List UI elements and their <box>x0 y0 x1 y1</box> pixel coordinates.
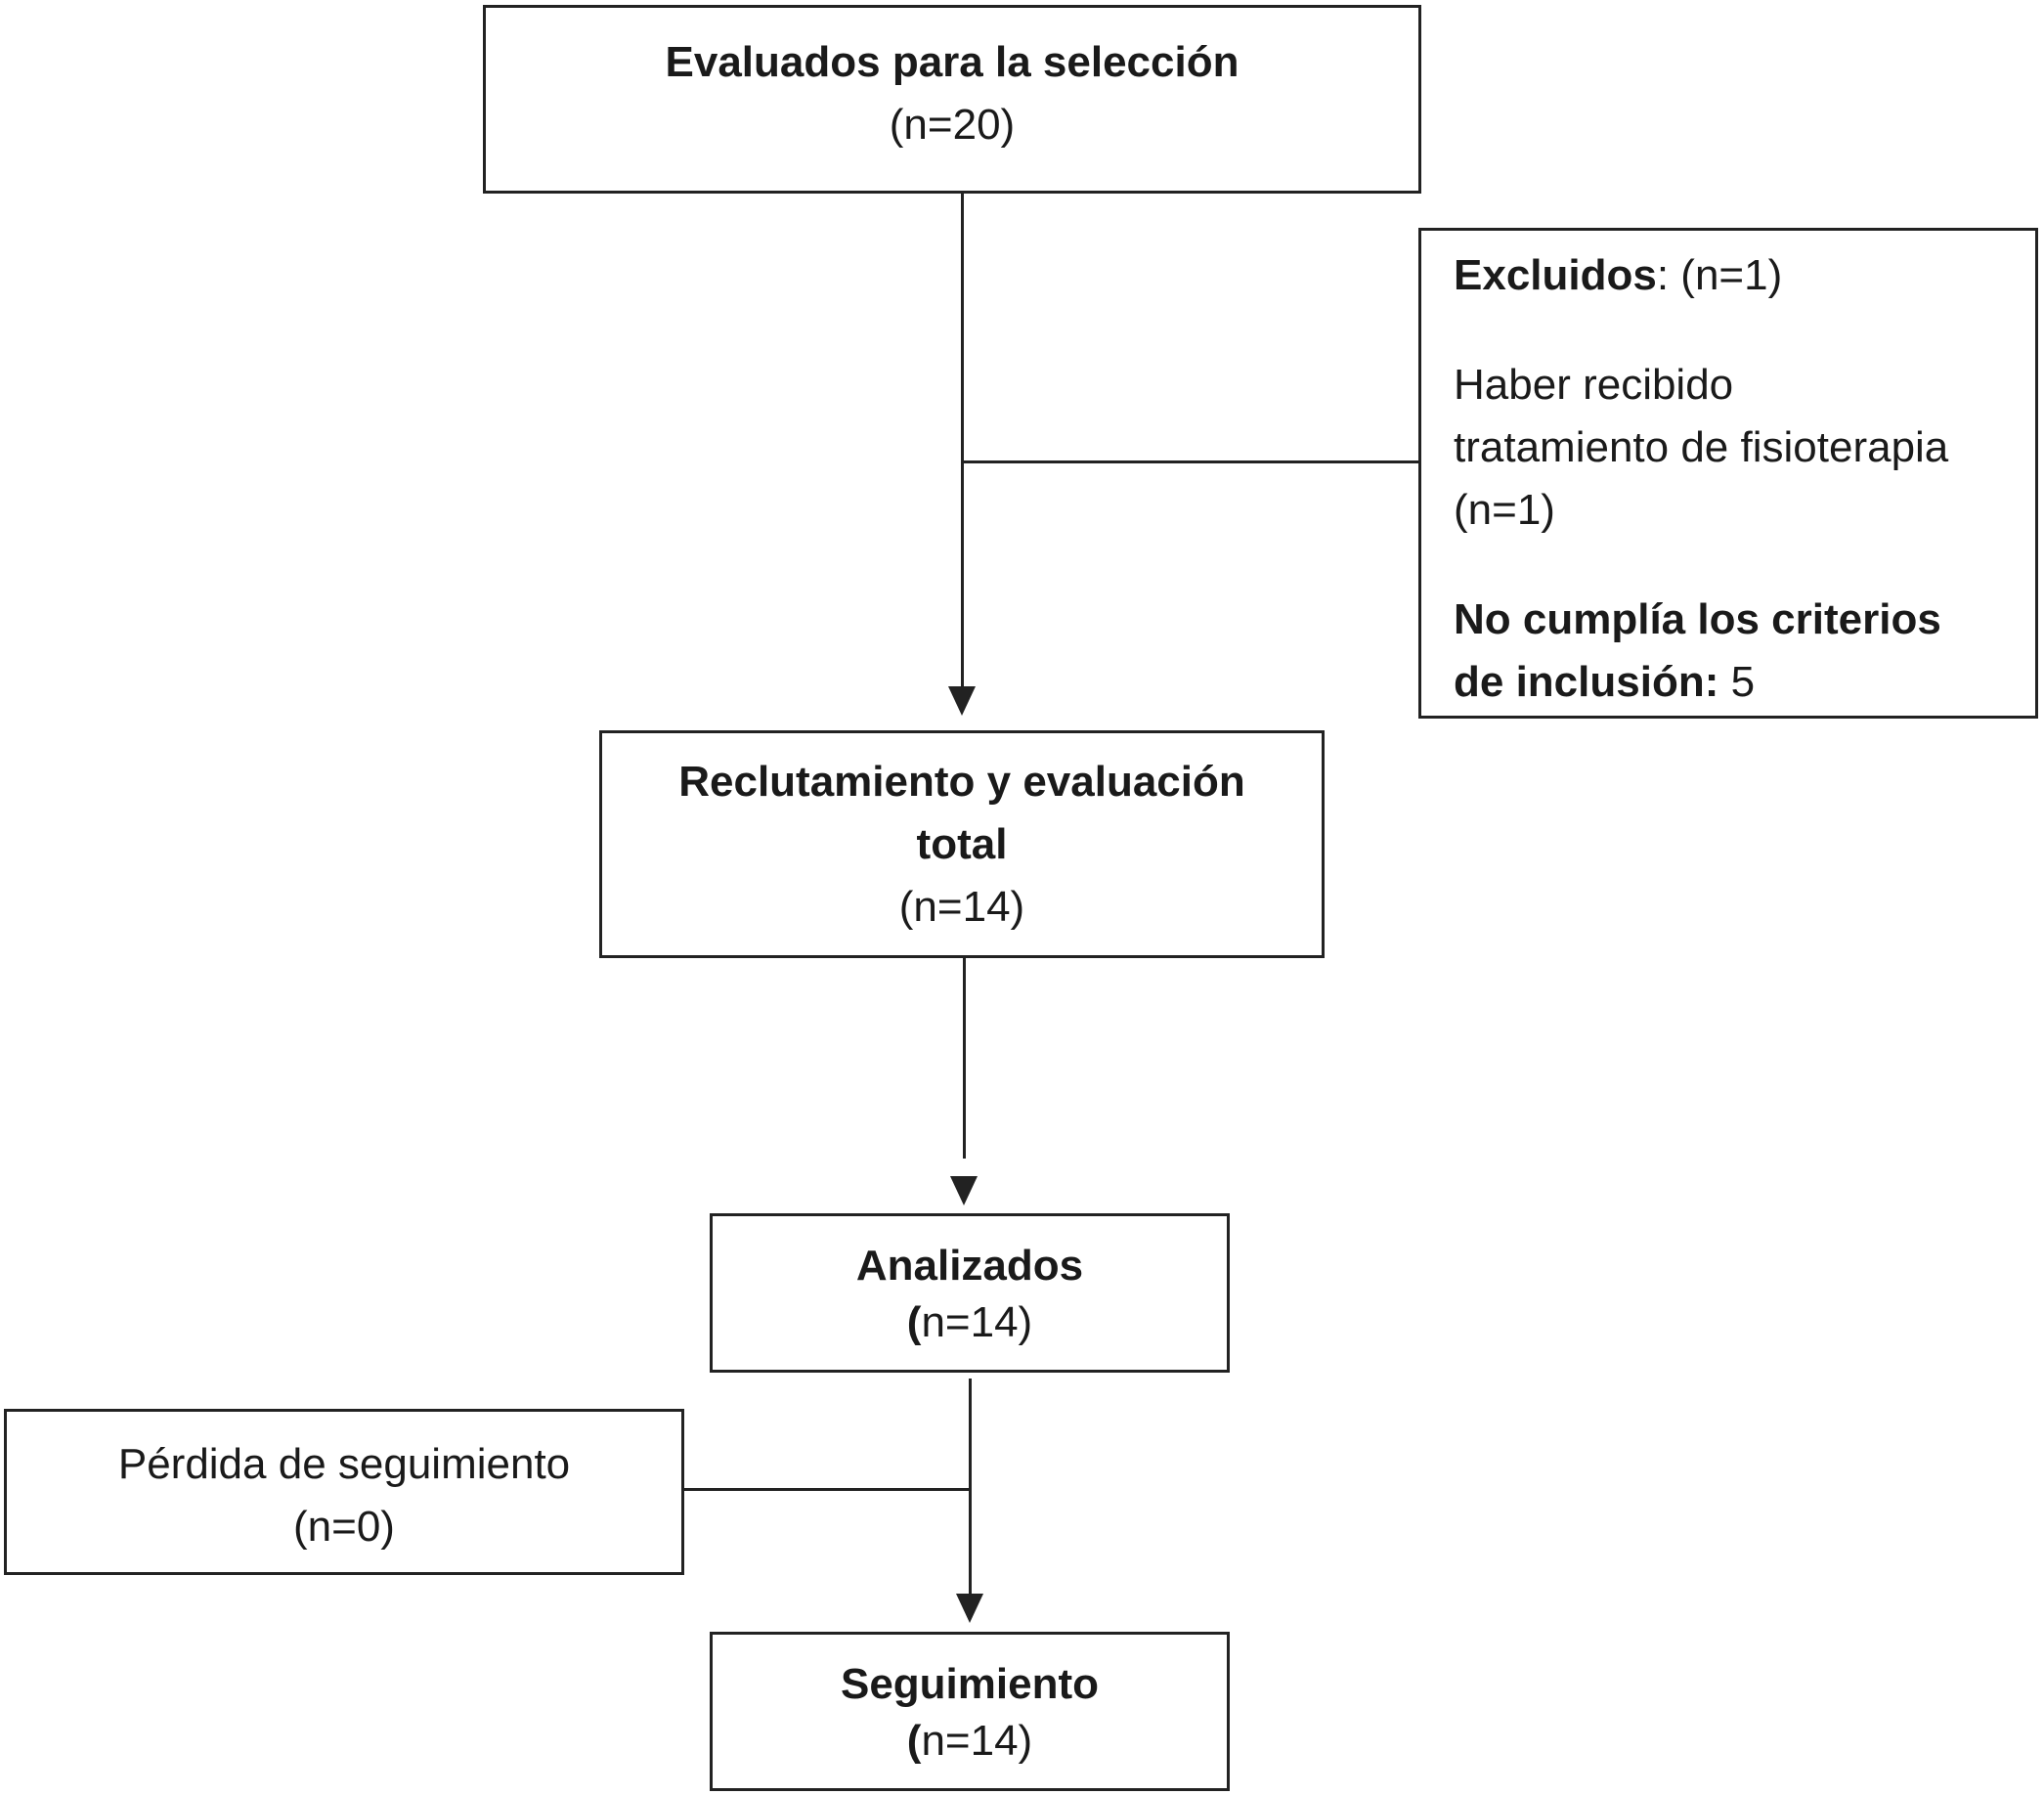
followup-count-open: ( <box>906 1717 922 1765</box>
screening-count: (n=20) <box>889 101 1016 149</box>
recruitment-count: (n=14) <box>898 883 1025 931</box>
excluded-count: : (n=1) <box>1656 251 1783 299</box>
lost-followup-count: (n=0) <box>293 1503 395 1551</box>
connector-screening-to-recruitment <box>961 193 964 686</box>
arrowhead-recruitment <box>948 686 976 716</box>
excluded-criteria-value: 5 <box>1718 658 1756 706</box>
lost-followup-box: Pérdida de seguimiento (n=0) <box>4 1409 684 1575</box>
analyzed-count-open: ( <box>906 1298 922 1346</box>
analyzed-count: n=14) <box>921 1298 1033 1346</box>
excluded-reason-line1: Haber recibido <box>1454 361 1734 409</box>
arrowhead-followup <box>956 1594 983 1623</box>
excluded-box <box>1418 228 2038 719</box>
excluded-content: Excluidos: (n=1) Haber recibido tratamie… <box>1454 244 1948 714</box>
arrowhead-analyzed <box>950 1176 978 1205</box>
followup-title: Seguimiento <box>840 1660 1100 1708</box>
screening-title: Evaluados para la selección <box>665 38 1239 86</box>
connector-to-lost <box>682 1488 972 1491</box>
connector-to-excluded <box>963 460 1422 463</box>
recruitment-box: Reclutamiento y evaluación total (n=14) <box>599 730 1325 958</box>
followup-box: Seguimiento (n=14) <box>710 1632 1230 1791</box>
excluded-reason-count: (n=1) <box>1454 486 1555 534</box>
connector-analyzed-to-followup <box>969 1379 972 1594</box>
excluded-reason-line2: tratamiento de fisioterapia <box>1454 423 1949 471</box>
excluded-criteria-line2: de inclusión: <box>1454 658 1719 706</box>
screening-box: Evaluados para la selección (n=20) <box>483 5 1421 194</box>
analyzed-title: Analizados <box>855 1242 1084 1290</box>
followup-count: n=14) <box>921 1717 1033 1765</box>
connector-recruitment-to-analyzed <box>963 958 966 1159</box>
recruitment-title-line2: total <box>916 820 1008 868</box>
recruitment-title-line1: Reclutamiento y evaluación <box>678 758 1245 806</box>
lost-followup-title: Pérdida de seguimiento <box>117 1440 571 1488</box>
excluded-title: Excluidos <box>1454 251 1657 299</box>
analyzed-box: Analizados (n=14) <box>710 1213 1230 1373</box>
excluded-criteria-line1: No cumplía los criterios <box>1454 595 1941 643</box>
